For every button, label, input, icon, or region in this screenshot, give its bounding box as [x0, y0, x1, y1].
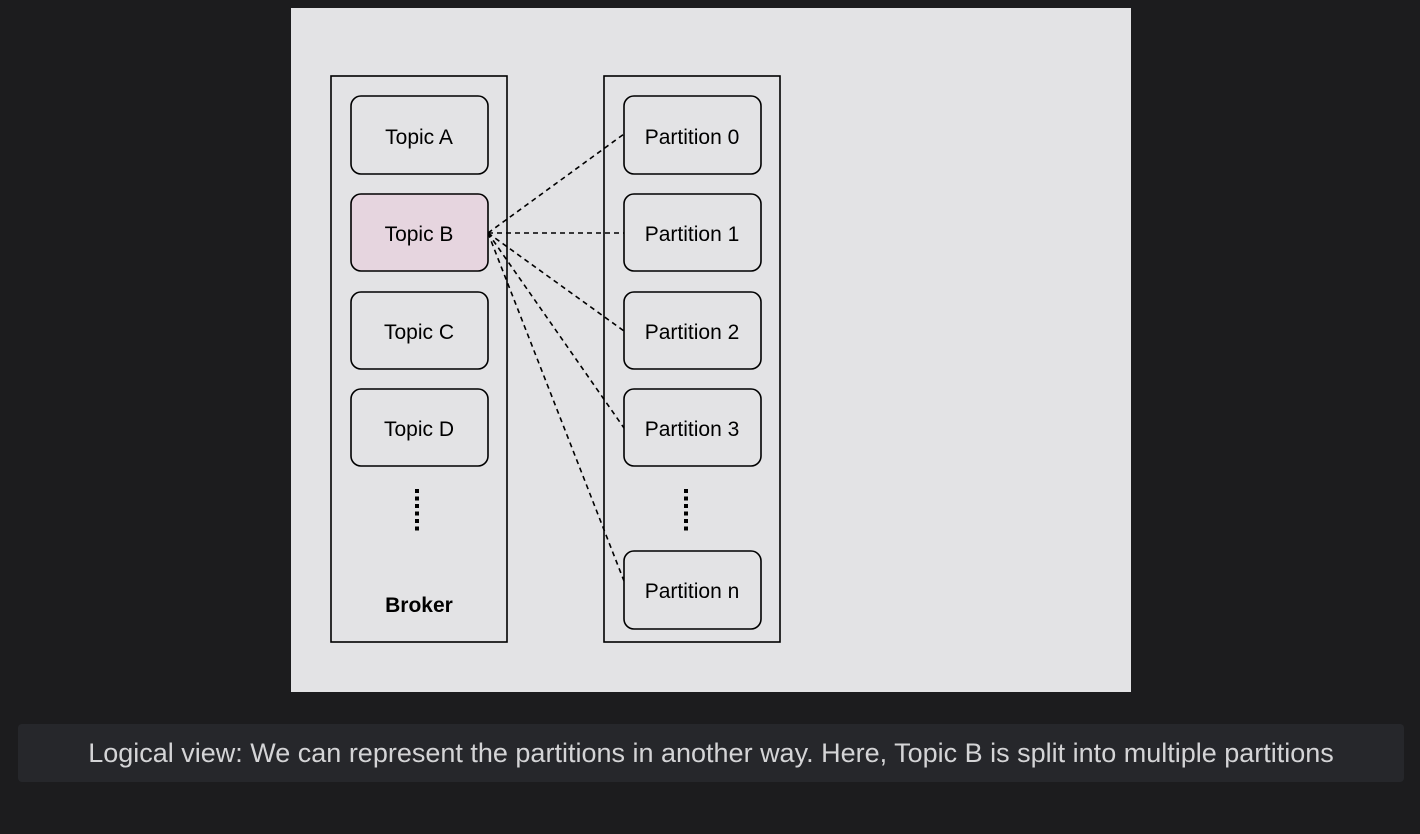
- connector-partition-3: [487, 232, 625, 429]
- partition-node-2: Partition 2: [623, 291, 762, 370]
- topic-b-highlight: [350, 193, 489, 272]
- partition-node-1: Partition 1: [623, 193, 762, 272]
- broker-label: Broker: [385, 594, 453, 617]
- broker-container: [330, 75, 508, 643]
- topic-label: Topic A: [385, 126, 453, 149]
- partition-label: Partition 2: [645, 321, 740, 344]
- partition-node-n: Partition n: [623, 550, 762, 630]
- partition-label: Partition n: [645, 580, 740, 603]
- topic-node-c: Topic C: [350, 291, 489, 370]
- partition-label: Partition 0: [645, 126, 740, 149]
- connector-partition-0: [487, 133, 625, 234]
- topic-partition-diagram: Topic A Topic B Topic C Topic D Broker P…: [330, 75, 781, 643]
- topic-node-a: Topic A: [350, 95, 489, 175]
- topic-label: Topic B: [385, 223, 454, 246]
- connector-partition-2: [487, 232, 625, 332]
- topic-node-b: Topic B: [350, 193, 489, 272]
- topic-label: Topic C: [384, 321, 454, 344]
- topic-node-d: Topic D: [350, 388, 489, 467]
- topic-label: Topic D: [384, 418, 454, 441]
- partition-label: Partition 1: [645, 223, 740, 246]
- connector-lines: [487, 133, 625, 582]
- diagram-canvas: Topic A Topic B Topic C Topic D Broker P…: [291, 8, 1131, 692]
- partitions-container: [603, 75, 781, 643]
- partition-label: Partition 3: [645, 418, 740, 441]
- partition-node-3: Partition 3: [623, 388, 762, 467]
- partition-node-0: Partition 0: [623, 95, 762, 175]
- figure-caption: Logical view: We can represent the parti…: [18, 724, 1404, 782]
